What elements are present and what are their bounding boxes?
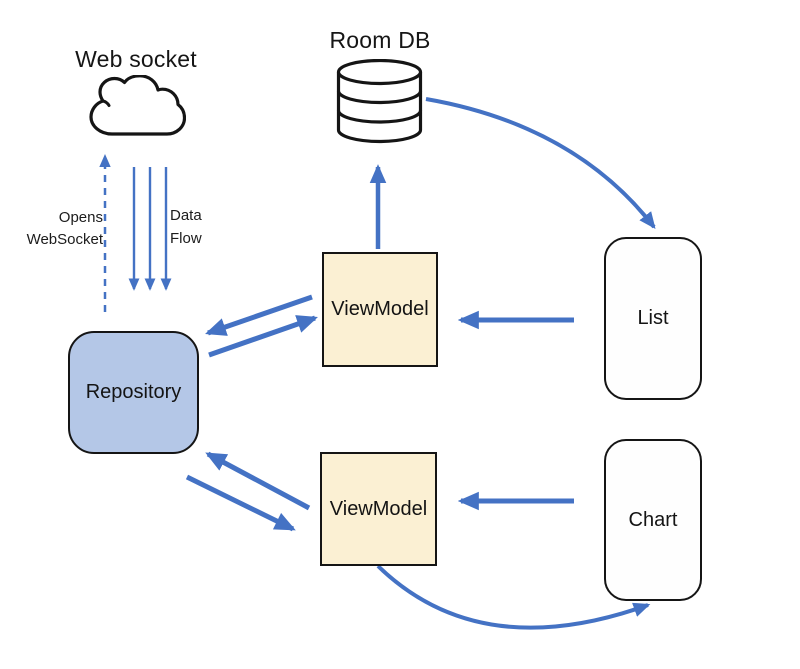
arrow-viewmodel-bottom-to-repository (205, 451, 311, 511)
node-viewmodel-bottom: ViewModel (320, 452, 437, 566)
database-icon (336, 59, 423, 144)
node-viewmodel-top: ViewModel (322, 252, 438, 367)
arrow-repository-to-viewmodel-bottom (185, 474, 296, 532)
chart-label: Chart (628, 508, 678, 531)
arrow-viewmodel-top-to-repository (205, 294, 313, 336)
websocket-title: Web socket (75, 46, 197, 72)
viewmodel-top-label: ViewModel (331, 298, 429, 320)
arrow-roomdb-to-list (425, 97, 656, 229)
roomdb-title: Room DB (329, 27, 431, 53)
edge-label-data-line1: Data (170, 207, 202, 224)
viewmodel-bottom-label: ViewModel (329, 497, 428, 520)
list-label: List (637, 307, 669, 329)
repository-label: Repository (85, 381, 182, 403)
node-repository: Repository (68, 331, 199, 454)
edge-label-opens-websocket: Opens WebSocket (23, 207, 103, 251)
edge-label-data-flow: Data Flow (170, 204, 202, 250)
edge-label-opens-line2: WebSocket (26, 231, 103, 248)
arrow-repository-to-viewmodel-top (208, 315, 318, 358)
edge-label-data-line2: Flow (170, 230, 202, 247)
node-list: List (604, 237, 702, 400)
node-chart: Chart (604, 439, 702, 601)
cloud-icon (89, 75, 186, 136)
edge-label-opens-line1: Opens (58, 209, 103, 226)
